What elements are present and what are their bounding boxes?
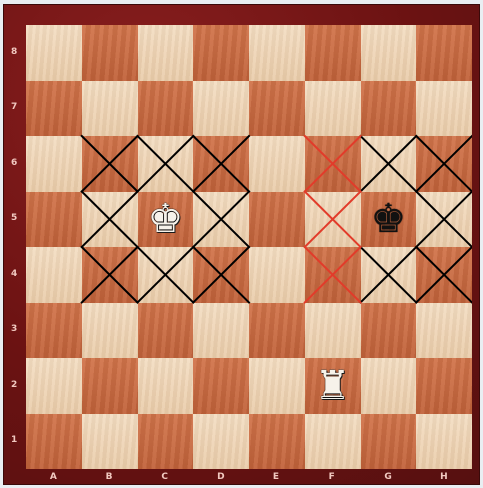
- file-label-f: F: [329, 472, 335, 482]
- square-a6[interactable]: [26, 136, 82, 192]
- square-e3[interactable]: [249, 303, 305, 359]
- square-b8[interactable]: [82, 25, 138, 81]
- square-e4[interactable]: [249, 247, 305, 303]
- white-king-icon[interactable]: ♚: [138, 192, 194, 248]
- square-f5[interactable]: [305, 192, 361, 248]
- square-e2[interactable]: [249, 358, 305, 414]
- square-b5[interactable]: [82, 192, 138, 248]
- square-d3[interactable]: [193, 303, 249, 359]
- square-g1[interactable]: [361, 414, 417, 470]
- file-label-g: G: [384, 472, 391, 482]
- rank-label-1: 1: [11, 435, 17, 445]
- square-d4[interactable]: [193, 247, 249, 303]
- square-b1[interactable]: [82, 414, 138, 470]
- rank-label-7: 7: [11, 102, 17, 112]
- square-f8[interactable]: [305, 25, 361, 81]
- square-d2[interactable]: [193, 358, 249, 414]
- square-g8[interactable]: [361, 25, 417, 81]
- square-h2[interactable]: [416, 358, 472, 414]
- square-a7[interactable]: [26, 81, 82, 137]
- square-f1[interactable]: [305, 414, 361, 470]
- square-e5[interactable]: [249, 192, 305, 248]
- square-h5[interactable]: [416, 192, 472, 248]
- chess-board[interactable]: ♚ ♚ ♜: [26, 25, 472, 469]
- rank-label-2: 2: [11, 380, 17, 390]
- square-a3[interactable]: [26, 303, 82, 359]
- square-f4[interactable]: [305, 247, 361, 303]
- square-c8[interactable]: [138, 25, 194, 81]
- square-e6[interactable]: [249, 136, 305, 192]
- square-h7[interactable]: [416, 81, 472, 137]
- square-b6[interactable]: [82, 136, 138, 192]
- square-b4[interactable]: [82, 247, 138, 303]
- board-squares: [26, 25, 472, 469]
- square-c7[interactable]: [138, 81, 194, 137]
- square-d8[interactable]: [193, 25, 249, 81]
- square-c3[interactable]: [138, 303, 194, 359]
- square-g2[interactable]: [361, 358, 417, 414]
- square-h6[interactable]: [416, 136, 472, 192]
- square-d1[interactable]: [193, 414, 249, 470]
- square-d5[interactable]: [193, 192, 249, 248]
- square-h4[interactable]: [416, 247, 472, 303]
- black-king-icon[interactable]: ♚: [361, 192, 417, 248]
- square-g4[interactable]: [361, 247, 417, 303]
- board-frame: 8 7 6 5 4 3 2 1 A B C D E F G H ♚ ♚ ♜: [3, 4, 480, 485]
- square-c2[interactable]: [138, 358, 194, 414]
- square-b3[interactable]: [82, 303, 138, 359]
- file-label-c: C: [161, 472, 168, 482]
- square-g7[interactable]: [361, 81, 417, 137]
- square-f6[interactable]: [305, 136, 361, 192]
- rank-label-8: 8: [11, 47, 17, 57]
- file-label-h: H: [440, 472, 448, 482]
- square-a4[interactable]: [26, 247, 82, 303]
- rank-label-3: 3: [11, 324, 17, 334]
- square-f3[interactable]: [305, 303, 361, 359]
- rank-label-4: 4: [11, 269, 17, 279]
- square-f7[interactable]: [305, 81, 361, 137]
- square-c6[interactable]: [138, 136, 194, 192]
- rank-label-5: 5: [11, 213, 17, 223]
- square-b7[interactable]: [82, 81, 138, 137]
- square-e1[interactable]: [249, 414, 305, 470]
- file-label-b: B: [106, 472, 113, 482]
- square-g3[interactable]: [361, 303, 417, 359]
- rank-label-6: 6: [11, 158, 17, 168]
- square-e8[interactable]: [249, 25, 305, 81]
- file-label-e: E: [273, 472, 279, 482]
- square-h8[interactable]: [416, 25, 472, 81]
- square-a8[interactable]: [26, 25, 82, 81]
- square-a1[interactable]: [26, 414, 82, 470]
- square-d6[interactable]: [193, 136, 249, 192]
- square-g6[interactable]: [361, 136, 417, 192]
- file-label-a: A: [50, 472, 57, 482]
- square-a2[interactable]: [26, 358, 82, 414]
- square-e7[interactable]: [249, 81, 305, 137]
- square-c1[interactable]: [138, 414, 194, 470]
- square-c4[interactable]: [138, 247, 194, 303]
- square-d7[interactable]: [193, 81, 249, 137]
- square-h1[interactable]: [416, 414, 472, 470]
- square-a5[interactable]: [26, 192, 82, 248]
- white-rook-icon[interactable]: ♜: [305, 358, 361, 414]
- square-h3[interactable]: [416, 303, 472, 359]
- square-b2[interactable]: [82, 358, 138, 414]
- file-label-d: D: [217, 472, 224, 482]
